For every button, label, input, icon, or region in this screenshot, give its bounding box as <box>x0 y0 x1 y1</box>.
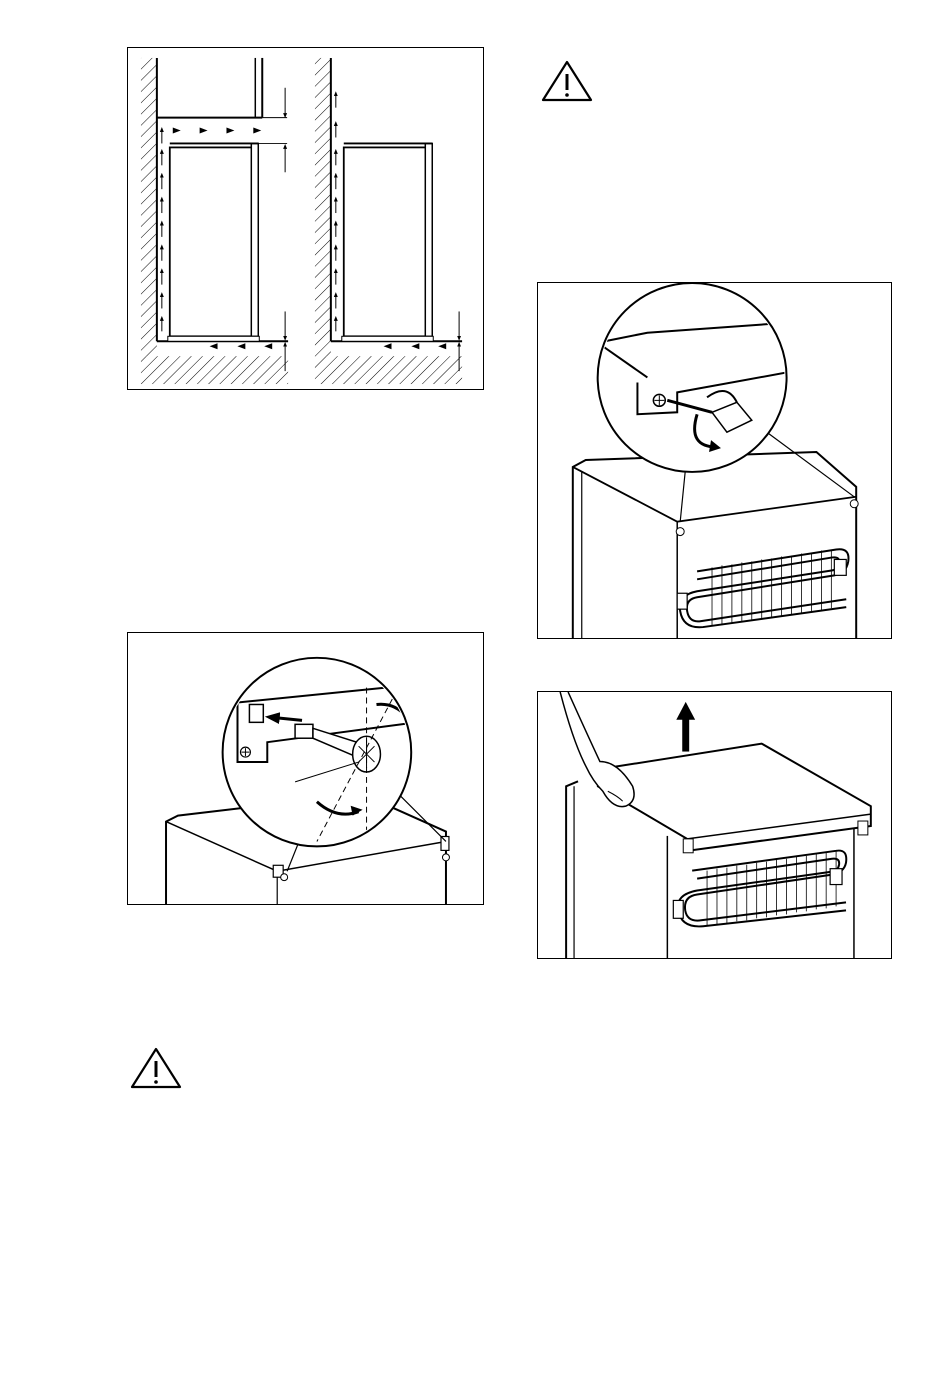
screwdriver-unscrew-diagram <box>537 282 892 639</box>
ventilation-airflow-diagram <box>127 47 484 390</box>
lift-top-cover-diagram <box>537 691 892 959</box>
warning-triangle-icon <box>541 60 593 102</box>
hinge-cap-rotate-diagram <box>127 632 484 905</box>
warning-triangle-icon <box>130 1047 182 1089</box>
